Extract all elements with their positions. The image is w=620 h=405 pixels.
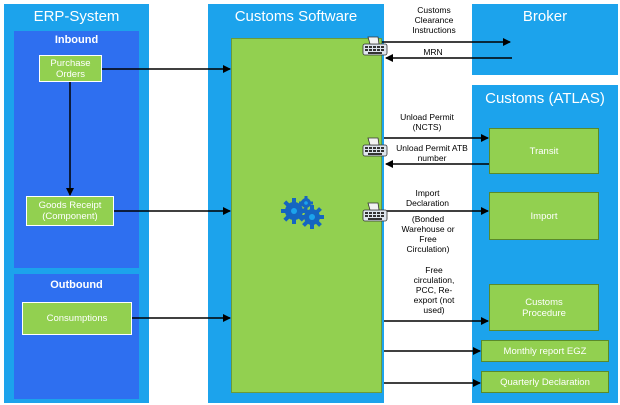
- customs-atlas-title: Customs (ATLAS): [485, 90, 605, 107]
- gears-icon: [281, 196, 324, 229]
- import-box[interactable]: Import: [489, 192, 599, 240]
- erp-system-title: ERP-System: [33, 8, 120, 25]
- keyboard-hand-icon: [362, 137, 388, 157]
- keyboard-hand-icon: [362, 202, 388, 222]
- free-circulation-label: Free circulation, PCC, Re-export (not us…: [413, 265, 455, 315]
- unload-permit-ncts-label: Unload Permit (NCTS): [400, 112, 454, 132]
- quarterly-declaration-box[interactable]: Quarterly Declaration: [481, 371, 609, 393]
- purchase-orders-box[interactable]: Purchase Orders: [39, 55, 102, 82]
- inbound-title: Inbound: [54, 34, 99, 46]
- mrn-label: MRN: [423, 47, 443, 57]
- goods-receipt-box[interactable]: Goods Receipt (Component): [26, 196, 114, 226]
- clearance-instructions-label: Customs Clearance Instructions: [412, 5, 456, 35]
- consumptions-box[interactable]: Consumptions: [22, 302, 132, 335]
- outbound-title: Outbound: [50, 279, 103, 291]
- customs-software-title: Customs Software: [234, 8, 358, 25]
- monthly-report-box[interactable]: Monthly report EGZ: [481, 340, 609, 362]
- broker-panel: Broker: [472, 4, 618, 75]
- broker-title: Broker: [522, 8, 568, 25]
- customs-procedure-box[interactable]: Customs Procedure: [489, 284, 599, 331]
- keyboard-hand-icon: [362, 36, 388, 56]
- import-declaration-label: Import Declaration: [406, 188, 449, 208]
- unload-permit-atb-label: Unload Permit ATB number: [396, 143, 468, 163]
- outbound-panel: Outbound: [14, 274, 139, 399]
- bonded-label: (Bonded Warehouse or Free Circulation): [401, 214, 455, 254]
- transit-box[interactable]: Transit: [489, 128, 599, 174]
